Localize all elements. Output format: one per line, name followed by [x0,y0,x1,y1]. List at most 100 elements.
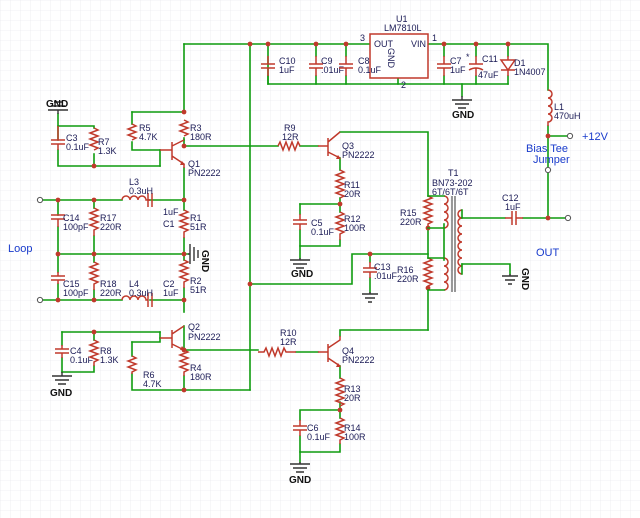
r4-ref: R4 [190,363,202,373]
c7-val: 1uF [450,65,466,75]
r18-ref: R18 [100,279,117,289]
r18-val: 220R [100,288,122,298]
r9-val: 12R [282,132,299,142]
c12-val: 1uF [505,202,521,212]
r6-val: 4.7K [143,379,162,389]
transformer-t1 [427,195,463,292]
r14-ref: R14 [344,423,361,433]
q4-ref: Q4 [342,346,354,356]
r8-val: 1.3K [100,355,119,365]
regulator-u1: U1 LM7810L OUT VIN GND 3 1 2 [360,14,437,90]
c11-ref: C11 [482,54,498,64]
r13-val: 20R [344,393,361,403]
resistor-r3 [177,119,191,137]
c13-val: .01uF [374,271,398,281]
c8-val: 0.1uF [358,65,382,75]
l4-val: 0.3uH [129,288,153,298]
c6-ref: C6 [307,423,319,433]
c10-val: 1uF [279,65,295,75]
inductor-l3 [121,195,150,201]
r3-val: 180R [190,132,212,142]
gnd-icon-q2 [52,372,72,385]
gnd-icon-q4 [290,462,310,473]
capacitor-c8 [339,56,353,76]
r17-val: 220R [100,222,122,232]
r8-ref: R8 [100,346,112,356]
loop-port-bottom [36,296,44,304]
q1-ref: Q1 [188,159,200,169]
r16-val: 220R [397,274,419,284]
transistor-q1 [160,139,185,168]
c12-ref: C12 [502,193,519,203]
u1-ref: U1 [396,14,408,24]
d1-val: 1N4007 [514,67,546,77]
resistor-r2 [177,259,191,288]
u1-pin2: 2 [401,80,406,90]
inductor-l1 [547,89,553,126]
gnd-icon-input [188,244,199,264]
r11-val: 20R [344,189,361,199]
capacitor-c11: * [466,52,484,76]
resistors: R5 4.7K R3 180R R7 1.3K R17 220R R1 51R … [87,119,435,444]
resistor-r13 [333,377,347,407]
u1-out-pin: OUT [374,39,394,49]
gnd-label-q1: GND [46,99,68,110]
gnd-label-input: GND [199,250,210,272]
bias-tee-label: Bias Tee [526,143,568,155]
r7-ref: R7 [98,137,110,147]
c5-ref: C5 [311,218,323,228]
supply-port [566,132,574,140]
resistor-r15 [421,195,435,228]
capacitor-c10 [261,56,275,76]
resistor-r8 [87,339,101,366]
capacitor-c4 [55,345,69,358]
c8-ref: C8 [358,56,370,66]
gnd-label-q2: GND [50,388,72,399]
capacitor-c14 [51,214,65,227]
resistor-r11 [333,169,347,199]
resistor-r4 [177,349,191,376]
wires [39,43,571,463]
c14-val: 100pF [63,222,89,232]
c13-ref: C13 [374,262,391,272]
u1-pin1: 1 [432,33,437,43]
capacitor-c6 [293,420,307,436]
capacitor-c12 [505,211,523,225]
l3-val: 0.3uH [129,186,153,196]
r13-ref: R13 [344,384,361,394]
resistor-r12 [333,211,347,240]
diode-d1 [499,56,517,76]
r4-val: 180R [190,372,212,382]
transistor-q2 [160,325,185,351]
resistor-r1 [177,209,191,238]
r10-ref: R10 [280,328,297,338]
r1-ref: R1 [190,213,202,223]
gnd-icon-reg [452,96,472,109]
gnd-icon-c13 [362,292,378,303]
c5-val: 0.1uF [311,227,335,237]
c14-ref: C14 [63,213,80,223]
svg-text:*: * [466,52,470,62]
r12-ref: R12 [344,214,361,224]
r15-val: 220R [400,217,422,227]
resistor-r18 [87,261,101,290]
jumper-port [544,166,552,174]
supply-label: +12V [582,131,609,143]
t1-val2: 6T/6T/6T [432,187,469,197]
out-port [564,214,572,222]
r5-ref: R5 [139,123,151,133]
resistor-r9 [277,139,301,153]
transistors: Q1 PN2222 Q2 PN2222 Q3 PN2222 Q4 PN2222 [160,131,375,367]
r2-val: 51R [190,285,207,295]
ports [36,132,574,304]
c7-ref: C7 [450,56,462,66]
resistor-r16 [421,257,435,288]
r17-ref: R17 [100,213,117,223]
c11-val: 47uF [478,70,499,80]
c3-val: 0.1uF [66,142,90,152]
u1-gnd-pin: GND [386,48,396,69]
r5-val: 4.7K [139,132,158,142]
capacitor-c3 [51,126,65,150]
gnd-icon-q3 [290,258,310,269]
capacitor-c5 [293,214,307,230]
